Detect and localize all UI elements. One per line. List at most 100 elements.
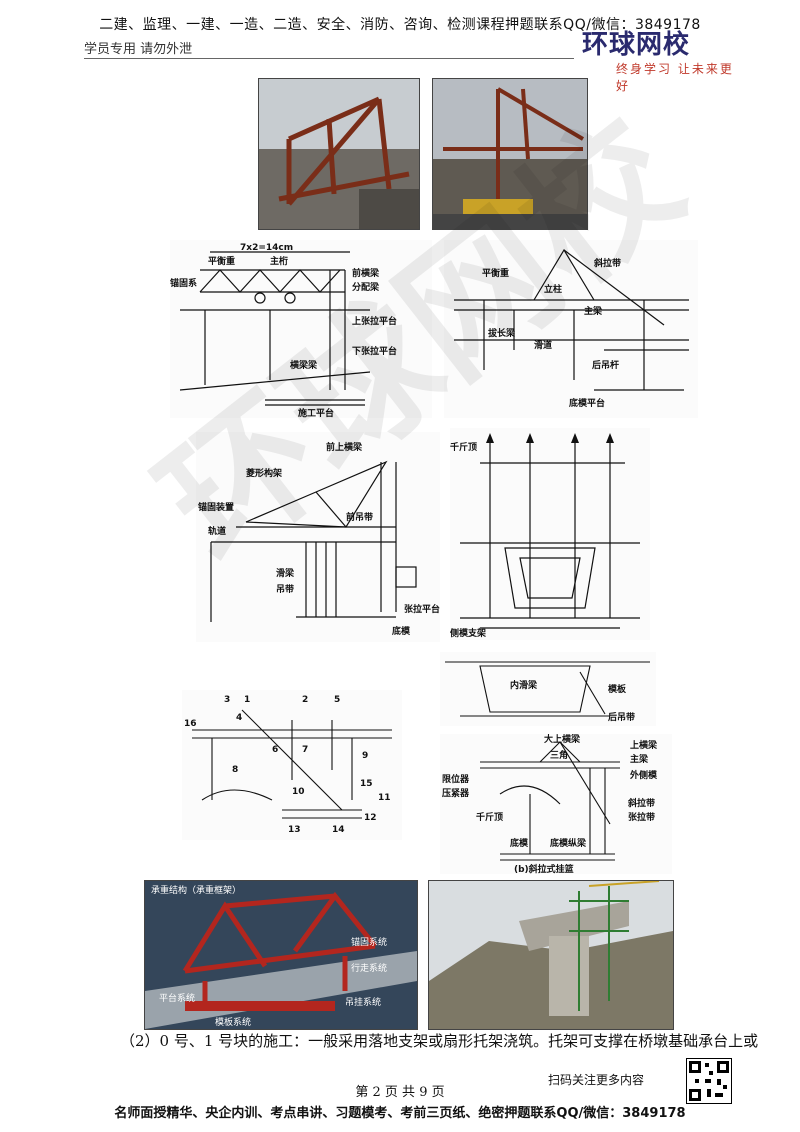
fig2-label: 锚固系 — [170, 277, 197, 289]
fig8-caption: (b)斜拉式挂篮 — [514, 863, 574, 874]
fig2-label: 下张拉平台 — [352, 345, 397, 357]
fig8-label: 限位器 — [442, 773, 470, 785]
fig2-label: 主桁 — [270, 255, 288, 267]
fig2-label: 前横梁 — [352, 267, 380, 279]
fig4-label: 锚固装置 — [198, 501, 234, 513]
fig3-label: 后吊杆 — [592, 359, 619, 371]
fig8-label: 张拉带 — [628, 811, 655, 823]
fig3-label: 主梁 — [584, 305, 603, 317]
fig7-label: 12 — [364, 813, 377, 823]
figure-diamond-drawing: 前上横梁 菱形构架 锚固装置 轨道 前吊带 滑梁 吊带 张拉平台 底模 — [198, 441, 440, 637]
fig5-label: 侧模支架 — [450, 627, 486, 639]
photo-truss-2-image — [433, 79, 587, 229]
fig7-label: 10 — [292, 787, 305, 797]
fig7-label: 16 — [184, 719, 197, 729]
scan-note: 扫码关注更多内容 — [548, 1073, 645, 1087]
fig6-label: 后吊带 — [608, 711, 635, 723]
fig7-label: 8 — [232, 765, 238, 775]
figure-section-detail-drawing: 内滑梁 模板 后吊带 — [445, 661, 650, 723]
fig7-label: 4 — [236, 713, 242, 723]
figure-numbered-basket: 1 2 3 4 5 6 7 8 9 10 11 12 13 14 15 16 — [182, 690, 402, 840]
fig4-label: 滑梁 — [276, 567, 295, 579]
fig7-label: 1 — [244, 695, 250, 705]
fig8-label: 三角 — [550, 749, 568, 761]
fig3-label: 立柱 — [544, 283, 562, 295]
render-basket-image: 承重结构（承重框架） 锚固系统 行走系统 平台系统 吊挂系统 模板系统 — [145, 881, 417, 1029]
figure-cable-stayed-basket: 大上横梁 上横梁 三角 主梁 限位器 压紧器 千斤顶 斜拉带 张拉带 外侧模 底… — [440, 734, 672, 874]
fig3-label: 平衡重 — [482, 267, 509, 279]
logo-name: 环球网校 — [582, 30, 691, 60]
fig7-label: 9 — [362, 751, 368, 761]
fig7-label: 6 — [272, 745, 278, 755]
figure-cable-stayed-drawing: 大上横梁 上横梁 三角 主梁 限位器 压紧器 千斤顶 斜拉带 张拉带 外侧模 底… — [442, 734, 658, 874]
body-paragraph: （2）0 号、1 号块的施工：一般采用落地支架或扇形托架浇筑。托架可支撑在桥墩基… — [120, 1032, 759, 1050]
figure-box-section-drawing: 千斤顶 侧模支架 — [450, 433, 640, 639]
fig8-label: 千斤顶 — [476, 811, 503, 823]
fig4-label: 菱形构架 — [246, 467, 282, 479]
photo-pier-construction — [428, 880, 674, 1030]
fig9-label: 承重结构（承重框架） — [151, 884, 241, 896]
fig3-label: 拔长梁 — [488, 327, 516, 339]
fig5-label: 千斤顶 — [450, 441, 477, 453]
fig4-label: 张拉平台 — [404, 603, 440, 615]
photo-hanging-basket-truss-1 — [258, 78, 420, 230]
fig6-label: 内滑梁 — [510, 679, 538, 691]
fig7-label: 15 — [360, 779, 373, 789]
fig8-label: 底模纵梁 — [550, 837, 587, 849]
render-basket-system: 承重结构（承重框架） 锚固系统 行走系统 平台系统 吊挂系统 模板系统 — [144, 880, 418, 1030]
logo: 环球网校 终身学习 让未来更好 — [582, 30, 742, 93]
fig4-label: 吊带 — [276, 583, 294, 595]
fig9-label: 锚固系统 — [351, 936, 387, 948]
fig2-label: 横梁梁 — [290, 359, 318, 371]
photo-hanging-basket-truss-2 — [432, 78, 588, 230]
qr-code-icon[interactable] — [686, 1058, 732, 1104]
figure-truss-hanging-basket: 7x2=14cm 平衡重 主桁 锚固系 前横梁 分配梁 上张拉平台 下张拉平台 … — [170, 240, 432, 418]
fig7-label: 13 — [288, 825, 301, 835]
footer-contact-line: 名师面授精华、央企内训、考点串讲、习题模考、考前三页纸、绝密押题联系QQ/微信：… — [114, 1106, 686, 1121]
fig7-label: 3 — [224, 695, 230, 705]
fig8-label: 上横梁 — [630, 739, 658, 751]
fig3-label: 滑道 — [534, 339, 552, 351]
photo-truss-1-image — [259, 79, 419, 229]
fig6-label: 模板 — [608, 683, 627, 695]
header-rule — [84, 58, 574, 59]
fig9-label: 平台系统 — [159, 992, 195, 1004]
figure-cable-drawing: 斜拉带 平衡重 立柱 主梁 拔长梁 滑道 后吊杆 底模平台 — [454, 248, 689, 409]
header-contact-line: 二建、监理、一建、一造、二造、安全、消防、咨询、检测课程押题联系QQ/微信：38… — [99, 17, 701, 33]
fig8-label: 大上横梁 — [544, 734, 581, 745]
figure-box-section: 千斤顶 侧模支架 — [450, 428, 650, 640]
fig9-label: 行走系统 — [351, 962, 387, 974]
fig2-label: 平衡重 — [208, 255, 235, 267]
fig8-label: 斜拉带 — [627, 797, 655, 809]
figure-numbered-drawing: 1 2 3 4 5 6 7 8 9 10 11 12 13 14 15 16 — [184, 695, 392, 835]
figure-section-detail: 内滑梁 模板 后吊带 — [440, 652, 656, 726]
fig8-label: 外侧模 — [629, 769, 658, 781]
fig8-label: 底模 — [510, 837, 529, 849]
fig2-label: 施工平台 — [298, 407, 334, 418]
fig7-label: 5 — [334, 695, 340, 705]
figure-truss-drawing: 7x2=14cm 平衡重 主桁 锚固系 前横梁 分配梁 上张拉平台 下张拉平台 … — [170, 243, 397, 418]
fig9-label: 吊挂系统 — [345, 996, 381, 1008]
fig7-label: 14 — [332, 825, 345, 835]
figure-diamond-basket: 前上横梁 菱形构架 锚固装置 轨道 前吊带 滑梁 吊带 张拉平台 底模 — [196, 432, 440, 642]
student-only-note: 学员专用 请勿外泄 — [84, 42, 193, 57]
fig9-label: 模板系统 — [215, 1016, 251, 1028]
fig3-label: 底模平台 — [569, 397, 605, 409]
logo-slogan: 终身学习 让未来更好 — [616, 62, 734, 93]
fig2-dim: 7x2=14cm — [240, 243, 293, 253]
fig8-label: 主梁 — [630, 753, 649, 765]
photo-pier-image — [429, 881, 673, 1029]
fig4-label: 轨道 — [208, 525, 226, 537]
fig7-label: 2 — [302, 695, 308, 705]
fig8-label: 压紧器 — [442, 787, 470, 799]
fig4-label: 前上横梁 — [326, 441, 363, 453]
fig4-label: 前吊带 — [346, 511, 373, 523]
figure-cable-basket: 斜拉带 平衡重 立柱 主梁 拔长梁 滑道 后吊杆 底模平台 — [444, 240, 698, 418]
fig7-label: 11 — [378, 793, 391, 803]
fig3-label: 斜拉带 — [593, 257, 621, 269]
fig2-label: 上张拉平台 — [352, 315, 397, 327]
fig7-label: 7 — [302, 745, 308, 755]
qr-pattern — [689, 1061, 729, 1101]
page-number: 第 2 页 共 9 页 — [355, 1085, 445, 1100]
fig2-label: 分配梁 — [352, 281, 380, 293]
